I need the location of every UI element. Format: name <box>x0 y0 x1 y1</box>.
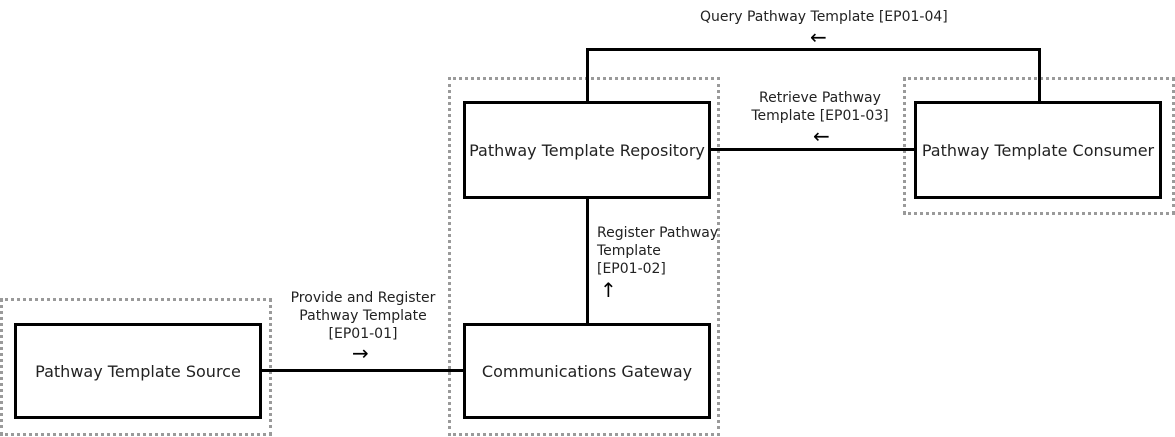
pathway-template-repository-label: Pathway Template Repository <box>469 140 705 160</box>
transaction-ep01-02-label: Register Pathway Template [EP01-02] <box>597 224 718 278</box>
ep01-02-line-2: Template <box>597 243 661 259</box>
connector-query-right-vertical <box>1038 48 1041 102</box>
ep01-01-line-1: Provide and Register <box>290 290 436 306</box>
ep01-03-line-1: Retrieve Pathway <box>759 90 881 106</box>
left-arrow-icon: ← <box>813 124 830 148</box>
ep01-03-line-2: Template [EP01-03] <box>751 108 889 124</box>
connector-query-left-vertical <box>586 48 589 102</box>
pathway-template-source-label: Pathway Template Source <box>35 361 241 381</box>
pathway-template-source-box[interactable]: Pathway Template Source <box>14 323 262 419</box>
ep01-01-line-2: Pathway Template <box>299 308 427 324</box>
pathway-template-consumer-label: Pathway Template Consumer <box>921 140 1155 160</box>
communications-gateway-label: Communications Gateway <box>481 361 693 381</box>
transaction-ep01-03-label: Retrieve Pathway Template [EP01-03] <box>740 89 900 125</box>
connector-query-top-horizontal <box>586 48 1041 51</box>
connector-gateway-repository <box>586 198 589 324</box>
up-arrow-icon: ↑ <box>600 278 617 302</box>
pathway-template-repository-box[interactable]: Pathway Template Repository <box>463 101 711 199</box>
transaction-ep01-01-label: Provide and Register Pathway Template [E… <box>283 289 443 343</box>
left-arrow-icon: ← <box>810 25 827 49</box>
source-group-frame <box>0 298 272 436</box>
connector-source-gateway <box>260 369 466 372</box>
communications-gateway-box[interactable]: Communications Gateway <box>463 323 711 419</box>
right-arrow-icon: → <box>352 341 369 365</box>
pathway-template-consumer-box[interactable]: Pathway Template Consumer <box>914 101 1162 199</box>
repository-gateway-group-frame <box>448 77 720 436</box>
transaction-ep01-04-label: Query Pathway Template [EP01-04] <box>700 8 948 26</box>
ep01-01-line-3: [EP01-01] <box>328 326 398 342</box>
connector-repository-consumer <box>709 148 917 151</box>
ep01-02-line-1: Register Pathway <box>597 225 719 241</box>
ep01-04-line-1: Query Pathway Template [EP01-04] <box>700 9 948 25</box>
ep01-02-line-3: [EP01-02] <box>597 261 666 277</box>
